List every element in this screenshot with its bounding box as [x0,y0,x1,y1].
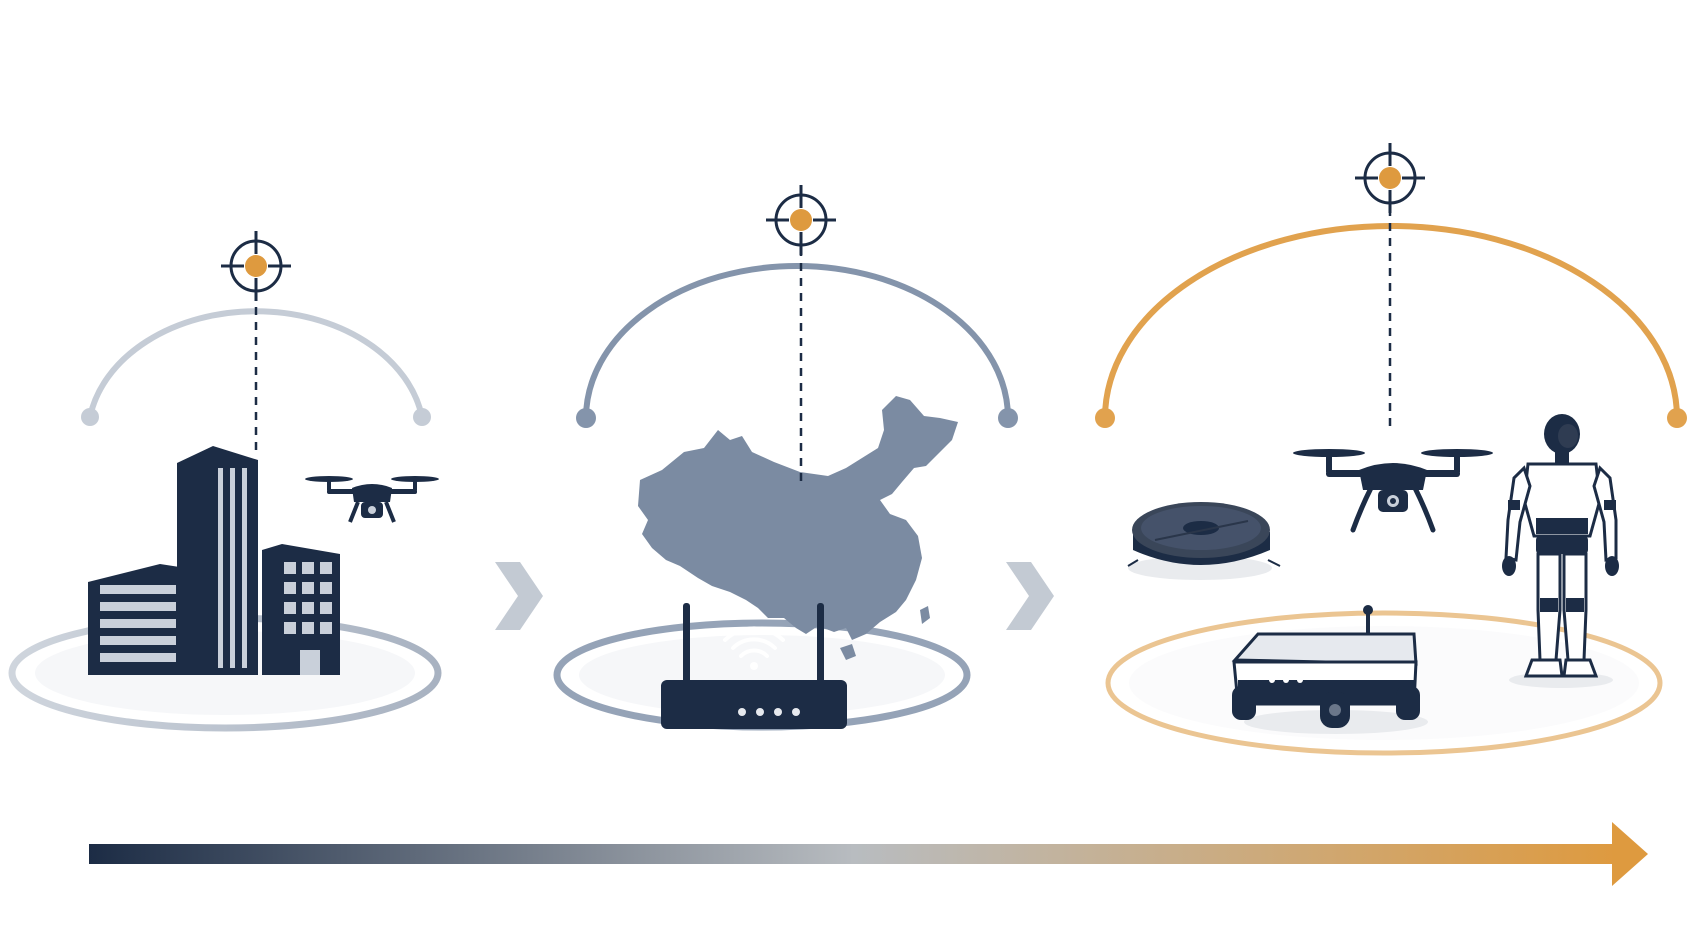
stage-3 [1095,143,1687,756]
progress-arrow [89,822,1648,886]
target-icon [1355,143,1425,213]
robot-vacuum-icon [1127,502,1281,580]
target-icon [766,185,836,255]
humanoid-robot-icon [1502,414,1619,688]
chevron-right-icon [1006,562,1054,630]
quadcopter-drone-icon [1293,449,1493,533]
stage-2 [553,185,1018,731]
chevron-right-icon [495,562,543,630]
city-buildings-icon [88,446,340,675]
country-map-icon [638,396,958,640]
stage-1 [8,231,442,732]
stage-2-coverage-arc [583,263,1011,421]
wifi-router-icon [661,603,847,729]
small-drone-icon [305,476,439,523]
delivery-robot-icon [1231,605,1428,734]
target-icon [221,231,291,301]
